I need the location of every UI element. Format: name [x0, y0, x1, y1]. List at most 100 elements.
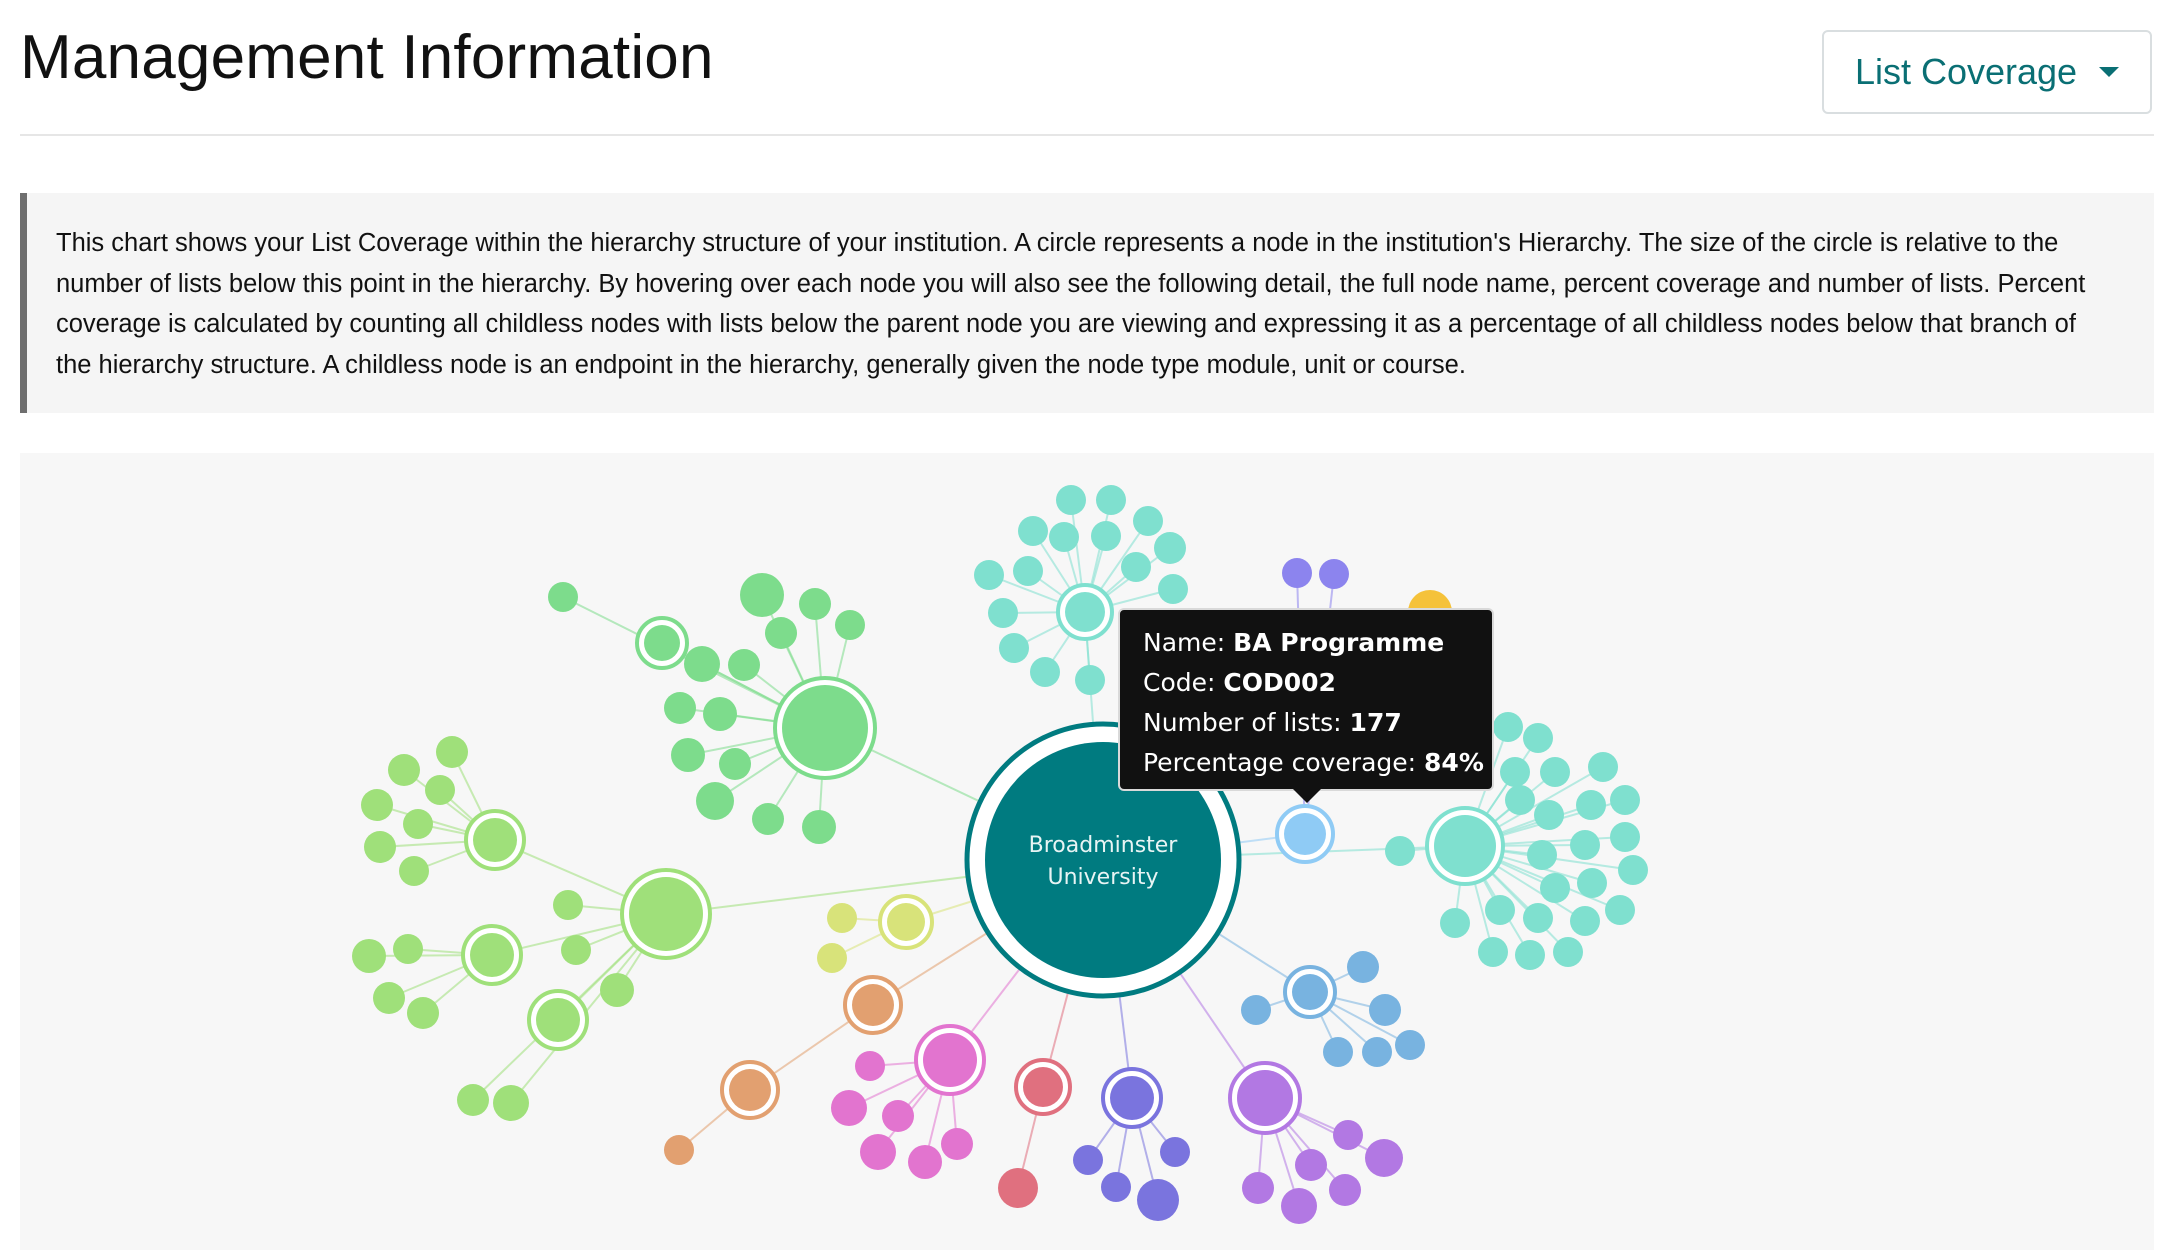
hierarchy-leaf-node[interactable] [1282, 558, 1312, 588]
hierarchy-leaf-node[interactable] [1515, 940, 1545, 970]
hierarchy-leaf-node[interactable] [425, 775, 455, 805]
hierarchy-leaf-node[interactable] [765, 617, 797, 649]
hierarchy-leaf-node[interactable] [998, 1168, 1038, 1208]
hierarchy-leaf-node[interactable] [1091, 521, 1121, 551]
hierarchy-parent-node[interactable] [1110, 1076, 1154, 1120]
hierarchy-leaf-node[interactable] [403, 809, 433, 839]
hierarchy-leaf-node[interactable] [1493, 712, 1523, 742]
hierarchy-parent-node[interactable] [887, 903, 925, 941]
hierarchy-leaf-node[interactable] [855, 1051, 885, 1081]
hierarchy-leaf-node[interactable] [908, 1145, 942, 1179]
hierarchy-leaf-node[interactable] [1056, 485, 1086, 515]
hierarchy-leaf-node[interactable] [740, 573, 784, 617]
hierarchy-leaf-node[interactable] [1096, 485, 1126, 515]
hierarchy-parent-node[interactable] [629, 877, 703, 951]
hierarchy-leaf-node[interactable] [671, 738, 705, 772]
hierarchy-leaf-node[interactable] [1440, 908, 1470, 938]
hierarchy-leaf-node[interactable] [399, 856, 429, 886]
report-type-dropdown[interactable]: List Coverage [1822, 30, 2152, 114]
hierarchy-leaf-node[interactable] [1478, 937, 1508, 967]
hierarchy-parent-node[interactable] [536, 998, 580, 1042]
hierarchy-leaf-node[interactable] [1369, 994, 1401, 1026]
hierarchy-leaf-node[interactable] [1527, 840, 1557, 870]
hierarchy-leaf-node[interactable] [553, 890, 583, 920]
hierarchy-leaf-node[interactable] [457, 1084, 489, 1116]
hierarchy-leaf-node[interactable] [1295, 1149, 1327, 1181]
hierarchy-leaf-node[interactable] [752, 803, 784, 835]
hierarchy-leaf-node[interactable] [999, 633, 1029, 663]
hierarchy-leaf-node[interactable] [1241, 995, 1271, 1025]
hierarchy-leaf-node[interactable] [827, 903, 857, 933]
hierarchy-leaf-node[interactable] [1500, 757, 1530, 787]
hierarchy-leaf-node[interactable] [600, 973, 634, 1007]
hierarchy-leaf-node[interactable] [1323, 1037, 1353, 1067]
hierarchy-leaf-node[interactable] [974, 560, 1004, 590]
hierarchy-leaf-node[interactable] [388, 754, 420, 786]
hierarchy-leaf-node[interactable] [1570, 830, 1600, 860]
hierarchy-leaf-node[interactable] [561, 935, 591, 965]
hierarchy-leaf-node[interactable] [1523, 903, 1553, 933]
hierarchy-parent-node[interactable] [644, 625, 680, 661]
hierarchy-leaf-node[interactable] [1319, 559, 1349, 589]
hierarchy-leaf-node[interactable] [831, 1090, 867, 1126]
hierarchy-leaf-node[interactable] [364, 831, 396, 863]
hierarchy-leaf-node[interactable] [1610, 785, 1640, 815]
hierarchy-leaf-node[interactable] [1505, 785, 1535, 815]
hierarchy-leaf-node[interactable] [1030, 657, 1060, 687]
hierarchy-leaf-node[interactable] [493, 1085, 529, 1121]
hierarchy-leaf-node[interactable] [719, 748, 751, 780]
hierarchy-leaf-node[interactable] [1540, 873, 1570, 903]
hierarchy-leaf-node[interactable] [1133, 506, 1163, 536]
hierarchy-leaf-node[interactable] [860, 1134, 896, 1170]
hierarchy-parent-node[interactable] [729, 1069, 771, 1111]
root-node[interactable] [985, 742, 1221, 978]
hierarchy-leaf-node[interactable] [1013, 556, 1043, 586]
hierarchy-parent-node[interactable] [470, 933, 514, 977]
hierarchy-leaf-node[interactable] [802, 810, 836, 844]
hierarchy-leaf-node[interactable] [1333, 1120, 1363, 1150]
hierarchy-leaf-node[interactable] [352, 939, 386, 973]
hierarchy-leaf-node[interactable] [1281, 1188, 1317, 1224]
hierarchy-leaf-node[interactable] [1395, 1030, 1425, 1060]
hierarchy-leaf-node[interactable] [1101, 1172, 1131, 1202]
hierarchy-leaf-node[interactable] [696, 782, 734, 820]
hierarchy-leaf-node[interactable] [1540, 757, 1570, 787]
hierarchy-leaf-node[interactable] [1618, 855, 1648, 885]
hierarchy-leaf-node[interactable] [1577, 868, 1607, 898]
hierarchy-parent-node[interactable] [852, 984, 894, 1026]
hierarchy-leaf-node[interactable] [1610, 822, 1640, 852]
hierarchy-leaf-node[interactable] [941, 1128, 973, 1160]
hierarchy-leaf-node[interactable] [1160, 1137, 1190, 1167]
hierarchy-leaf-node[interactable] [1365, 1139, 1403, 1177]
hierarchy-leaf-node[interactable] [1154, 532, 1186, 564]
hierarchy-leaf-node[interactable] [1137, 1179, 1179, 1221]
hierarchy-leaf-node[interactable] [1073, 1145, 1103, 1175]
hierarchy-parent-node[interactable] [782, 685, 868, 771]
hierarchy-leaf-node[interactable] [1605, 895, 1635, 925]
hierarchy-leaf-node[interactable] [436, 736, 468, 768]
hierarchy-leaf-node[interactable] [664, 1135, 694, 1165]
hierarchy-leaf-node[interactable] [1347, 951, 1379, 983]
hierarchy-leaf-node[interactable] [373, 982, 405, 1014]
hierarchy-parent-node[interactable] [1065, 592, 1105, 632]
hierarchy-leaf-node[interactable] [799, 588, 831, 620]
hierarchy-leaf-node[interactable] [1242, 1172, 1274, 1204]
hierarchy-leaf-node[interactable] [361, 789, 393, 821]
hierarchy-leaf-node[interactable] [1588, 752, 1618, 782]
hierarchy-parent-node[interactable] [1023, 1067, 1063, 1107]
hierarchy-leaf-node[interactable] [835, 610, 865, 640]
hierarchy-leaf-node[interactable] [988, 598, 1018, 628]
hierarchy-parent-node[interactable] [473, 818, 517, 862]
hierarchy-leaf-node[interactable] [393, 934, 423, 964]
hierarchy-leaf-node[interactable] [1049, 522, 1079, 552]
hierarchy-leaf-node[interactable] [1570, 906, 1600, 936]
hierarchy-parent-node[interactable] [1237, 1070, 1293, 1126]
hierarchy-parent-node[interactable] [1434, 815, 1496, 877]
hierarchy-leaf-node[interactable] [407, 997, 439, 1029]
hierarchy-leaf-node[interactable] [1576, 790, 1606, 820]
hierarchy-leaf-node[interactable] [1121, 552, 1151, 582]
hierarchy-leaf-node[interactable] [728, 649, 760, 681]
hierarchy-leaf-node[interactable] [1362, 1037, 1392, 1067]
hierarchy-parent-node[interactable] [923, 1033, 977, 1087]
